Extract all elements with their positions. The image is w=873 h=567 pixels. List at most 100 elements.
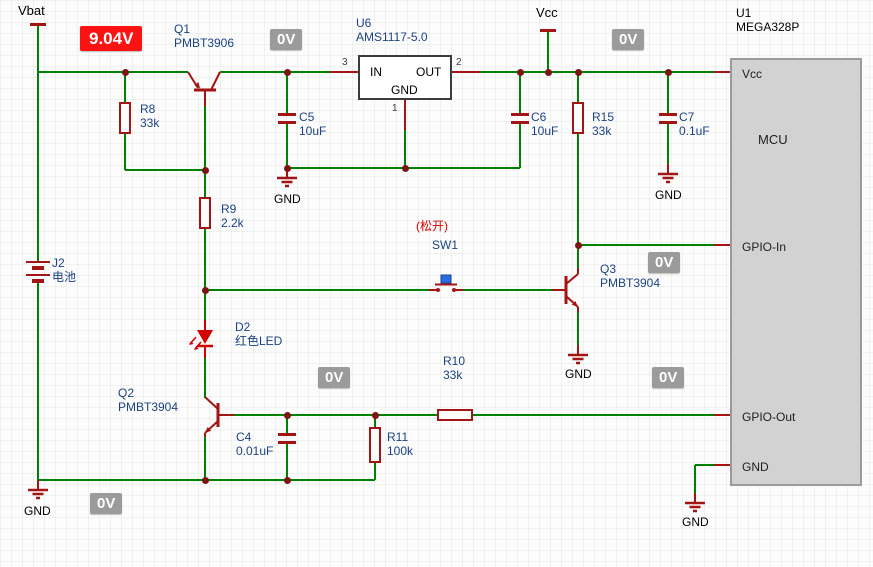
zero-volt-badge[interactable]: 0V (270, 29, 303, 50)
wire-switch-left (205, 289, 430, 291)
vbat-net-label: Vbat (18, 3, 45, 18)
r10-value: 33k (443, 368, 463, 382)
r15-ref: R15 (592, 110, 615, 124)
label-u1: U1 MEGA328P (736, 6, 799, 34)
sw1-state-label: (松开) (416, 219, 448, 233)
wire-gpio-out-b (473, 414, 716, 416)
junction-dot (122, 69, 129, 76)
label-r9: R9 2.2k (221, 202, 244, 230)
cap-plate (659, 113, 677, 116)
mcu-pin-gpio-out-stub (714, 414, 730, 416)
resistor-r8[interactable] (119, 102, 131, 134)
wire-c7-bottom (667, 124, 669, 164)
wire-switch-right (460, 289, 554, 291)
zero-volt-badge[interactable]: 0V (318, 367, 351, 388)
q3-value: PMBT3904 (600, 276, 661, 290)
led-d2[interactable] (188, 318, 224, 362)
regulator-u6-body[interactable]: IN OUT GND (358, 55, 452, 100)
resistor-r15[interactable] (572, 102, 584, 134)
pushbutton-sw1[interactable] (428, 272, 464, 296)
r11-value: 100k (387, 444, 414, 458)
r11-ref: R11 (387, 430, 409, 444)
wire-c5-bottom (286, 124, 288, 168)
mcu-body-label: MCU (758, 132, 788, 147)
vbat-flag[interactable] (30, 23, 46, 26)
gnd-symbol[interactable] (26, 480, 50, 500)
wire-q1-base (204, 104, 206, 197)
c7-ref: C7 (679, 110, 695, 124)
label-c7: C7 0.1uF (679, 110, 710, 138)
zero-volt-badge[interactable]: 0V (648, 252, 681, 273)
battery-plate-short (32, 279, 44, 283)
u1-value: MEGA328P (736, 20, 800, 34)
transistor-q3-npn[interactable] (550, 262, 590, 318)
j2-value: 电池 (52, 270, 77, 284)
cap-plate (278, 121, 296, 124)
c6-ref: C6 (531, 110, 547, 124)
u6-pin-number-2: 2 (456, 57, 462, 68)
d2-value: 红色LED (235, 334, 283, 348)
label-r10: R10 33k (443, 354, 465, 382)
wire-r8-top (124, 72, 126, 102)
label-q1: Q1 PMBT3906 (174, 22, 234, 50)
wire-left-rail-b (37, 283, 39, 480)
label-r8: R8 33k (140, 102, 159, 130)
vcc-flag[interactable] (540, 29, 556, 32)
label-r15: R15 33k (592, 110, 614, 138)
mcu-pin-vcc-stub (714, 71, 730, 73)
gnd-net-label: GND (274, 192, 301, 206)
junction-dot (284, 477, 291, 484)
q1-ref: Q1 (174, 22, 191, 36)
sw1-ref-label: SW1 (432, 238, 459, 252)
resistor-r11[interactable] (369, 427, 381, 463)
u1-ref: U1 (736, 6, 752, 20)
gnd-symbol[interactable] (656, 164, 680, 184)
zero-volt-badge[interactable]: 0V (90, 493, 123, 514)
label-c5: C5 10uF (299, 110, 326, 138)
zero-volt-badge[interactable]: 0V (612, 29, 645, 50)
wire-r11-top (374, 415, 376, 427)
battery-plate-long (26, 274, 50, 276)
zero-volt-badge[interactable]: 0V (652, 367, 685, 388)
label-q3: Q3 PMBT3904 (600, 262, 660, 290)
junction-dot (284, 69, 291, 76)
cap-plate (278, 433, 296, 436)
voltage-probe-badge[interactable]: 9.04V (80, 26, 143, 51)
c4-ref: C4 (236, 430, 252, 444)
q2-ref: Q2 (118, 386, 135, 400)
wire-vcc-stem (547, 32, 549, 72)
junction-dot (202, 167, 209, 174)
label-r11: R11 100k (387, 430, 413, 458)
transistor-q2-npn[interactable] (192, 392, 236, 440)
wire-top-rail-c (480, 71, 716, 73)
wire-c4-bottom (286, 444, 288, 480)
wire-r11-bottom (374, 463, 376, 480)
label-j2: J2 电池 (52, 256, 76, 284)
gnd-symbol[interactable] (566, 345, 590, 365)
u6-pin-out-label: OUT (416, 65, 442, 79)
wire-r15-bottom (577, 134, 579, 245)
resistor-r9[interactable] (199, 197, 211, 229)
mcu-pin-gpio-in-label: GPIO-In (742, 240, 787, 254)
vcc-net-label: Vcc (536, 5, 558, 20)
resistor-r10[interactable] (437, 409, 473, 421)
r9-ref: R9 (221, 202, 237, 216)
wire-mcu-gnd-link (695, 464, 716, 466)
mcu-pin-gpio-out-label: GPIO-Out (742, 410, 796, 424)
r15-value: 33k (592, 124, 612, 138)
j2-ref: J2 (52, 256, 65, 270)
wire-d2-q2 (204, 356, 206, 398)
gnd-symbol[interactable] (683, 493, 707, 513)
junction-dot (284, 165, 291, 172)
c5-value: 10uF (299, 124, 327, 138)
wire-mcu-gnd-down (694, 465, 696, 493)
junction-dot (575, 69, 582, 76)
wire-c6-top (519, 72, 521, 114)
q1-value: PMBT3906 (174, 36, 235, 50)
mcu-u1-body[interactable]: Vcc MCU GPIO-In GPIO-Out GND (730, 58, 862, 486)
r9-value: 2.2k (221, 216, 244, 230)
transistor-q1-pnp[interactable] (180, 64, 228, 112)
wire-r8-base-link (125, 169, 206, 171)
c6-value: 10uF (531, 124, 559, 138)
